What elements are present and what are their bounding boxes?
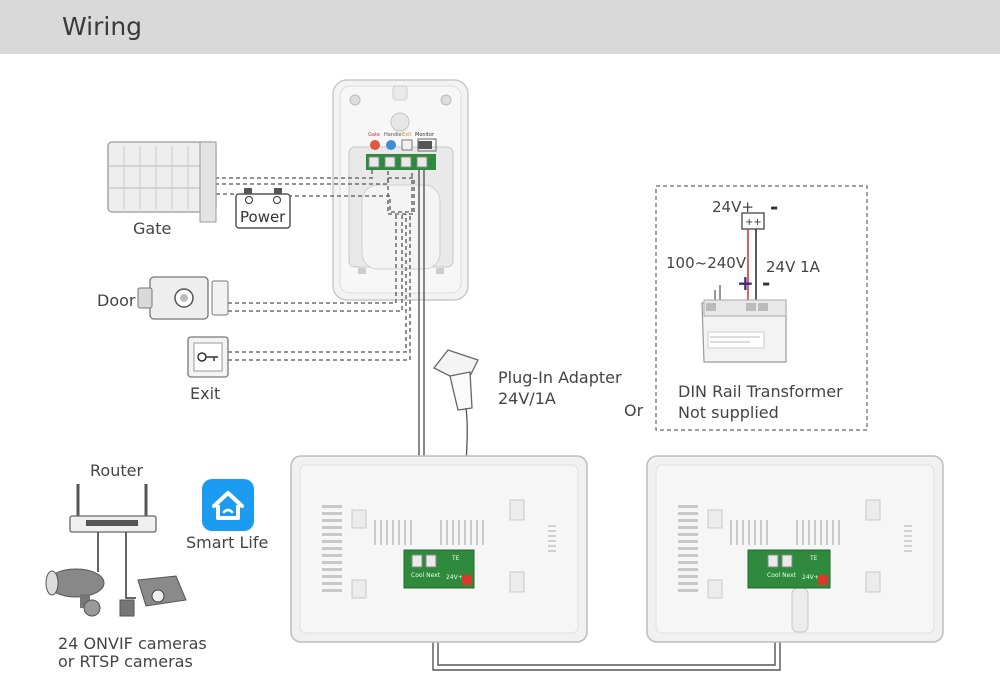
- power-label: Power: [240, 208, 286, 226]
- smart-life-app-icon: [202, 479, 254, 531]
- router-label: Router: [90, 461, 144, 480]
- doorbell-terminal-label: Monitor: [415, 132, 435, 138]
- home-icon: [212, 491, 244, 520]
- transformer-name-label: DIN Rail Transformer: [678, 382, 843, 401]
- gate-icon: [107, 141, 217, 223]
- transformer-input-label: 100~240V: [666, 254, 747, 272]
- svg-text:++: ++: [745, 217, 762, 228]
- transformer-output-label: 24V+: [712, 198, 754, 216]
- ip-camera-icon: [119, 575, 187, 617]
- transformer-box: ++: [655, 185, 868, 431]
- dashed-wiring: [215, 170, 415, 361]
- router-icon: [69, 484, 157, 599]
- transformer-note-label: Not supplied: [678, 403, 779, 422]
- plug-in-adapter-icon: [433, 349, 479, 521]
- or-label: Or: [624, 401, 644, 420]
- cameras-label-line1: 24 ONVIF cameras: [58, 634, 207, 653]
- monitor-1-tag-label: TE: [451, 555, 460, 562]
- doorbell-unit: [332, 79, 469, 301]
- header-bar: Wiring: [0, 0, 1000, 54]
- gate-label: Gate: [133, 219, 172, 238]
- ip-camera-icon: [45, 568, 105, 617]
- transformer-minus: -: [762, 271, 770, 295]
- door-label: Door: [97, 291, 136, 310]
- doorbell-terminal-label: Exit: [402, 132, 412, 138]
- handle-terminal-icon: [386, 140, 396, 150]
- transformer-plus: +: [737, 271, 754, 295]
- cameras-label-line2: or RTSP cameras: [58, 652, 193, 671]
- monitor-1-terminal-label: Cool Next: [411, 572, 441, 579]
- monitor-2-terminal-label: Cool Next: [767, 572, 797, 579]
- exit-button-icon: [187, 336, 229, 378]
- exit-label: Exit: [190, 384, 221, 403]
- electric-lock-icon: [137, 276, 229, 320]
- adapter-label-line1: Plug-In Adapter: [498, 368, 622, 387]
- page-title: Wiring: [62, 12, 143, 41]
- transformer-rating-label: 24V 1A: [766, 258, 820, 276]
- exit-terminal-icon: [401, 139, 413, 151]
- transformer-output-minus: -: [770, 195, 778, 219]
- monitor-2-power-label: 24V+: [802, 574, 819, 581]
- smart-life-label: Smart Life: [186, 533, 269, 552]
- gate-terminal-icon: [370, 140, 380, 150]
- monitor-terminal-icon: [418, 141, 432, 149]
- doorbell-terminal-label: Handle: [384, 132, 402, 138]
- doorbell-terminal-label: Gate: [368, 132, 380, 138]
- battery-icon: [235, 188, 291, 229]
- adapter-label-line2: 24V/1A: [498, 389, 556, 408]
- monitor-2-tag-label: TE: [809, 555, 818, 562]
- monitor-1-power-label: 24V+: [446, 574, 463, 581]
- indoor-monitor-1: [290, 455, 588, 643]
- indoor-monitor-2: [646, 455, 944, 643]
